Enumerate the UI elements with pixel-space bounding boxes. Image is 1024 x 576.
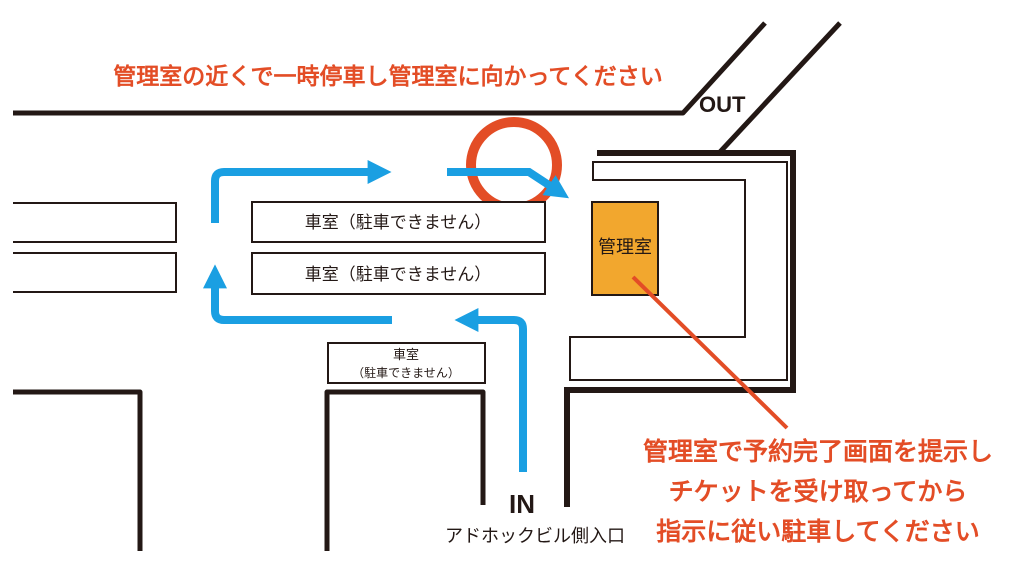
stall-box-3 xyxy=(327,342,486,384)
bottom-instruction: 管理室で予約完了画面を提示し チケットを受け取ってから 指示に従い駐車してくださ… xyxy=(643,437,993,546)
route-arrow-to-office xyxy=(447,168,570,199)
route-arrow-left-up xyxy=(203,264,392,324)
route-arrow-in-left xyxy=(454,308,527,472)
top-road-line xyxy=(13,21,767,116)
bottom-instruction-line2: チケットを受け取ってから xyxy=(669,477,968,506)
route-arrow-top-right xyxy=(211,160,392,223)
bottom-instruction-line3: 指示に従い駐車してください xyxy=(656,517,980,546)
top-instruction-text: 管理室の近くで一時停車し管理室に向かってください xyxy=(113,63,662,89)
left-stall-bottom xyxy=(13,252,177,293)
bottom-wall-middle xyxy=(324,389,486,551)
stop-highlight-circle xyxy=(466,117,562,213)
stall-box-1 xyxy=(251,201,546,243)
left-stall-top xyxy=(13,202,177,243)
in-label: IN xyxy=(509,489,535,519)
office-pointer-line xyxy=(631,275,789,430)
entrance-caption: アドホックビル側入口 xyxy=(445,526,625,546)
stall-box-3-label-line1: 車室 xyxy=(393,347,419,362)
stall-box-2-label: 車室（駐車できません） xyxy=(305,265,492,284)
out-label: OUT xyxy=(699,92,746,117)
stall-box-1-label: 車室（駐車できません） xyxy=(305,213,492,232)
office-structure-outer-wall xyxy=(564,150,796,507)
exit-road-line xyxy=(718,21,842,154)
office-structure-inner-wall xyxy=(569,161,788,381)
stall-box-2 xyxy=(251,252,546,295)
bottom-wall-left xyxy=(13,389,143,551)
management-office-box xyxy=(591,201,659,296)
bottom-instruction-line1: 管理室で予約完了画面を提示し xyxy=(643,437,993,466)
management-office-label: 管理室 xyxy=(598,237,652,257)
stall-box-3-label-line2: （駐車できません） xyxy=(352,365,460,380)
